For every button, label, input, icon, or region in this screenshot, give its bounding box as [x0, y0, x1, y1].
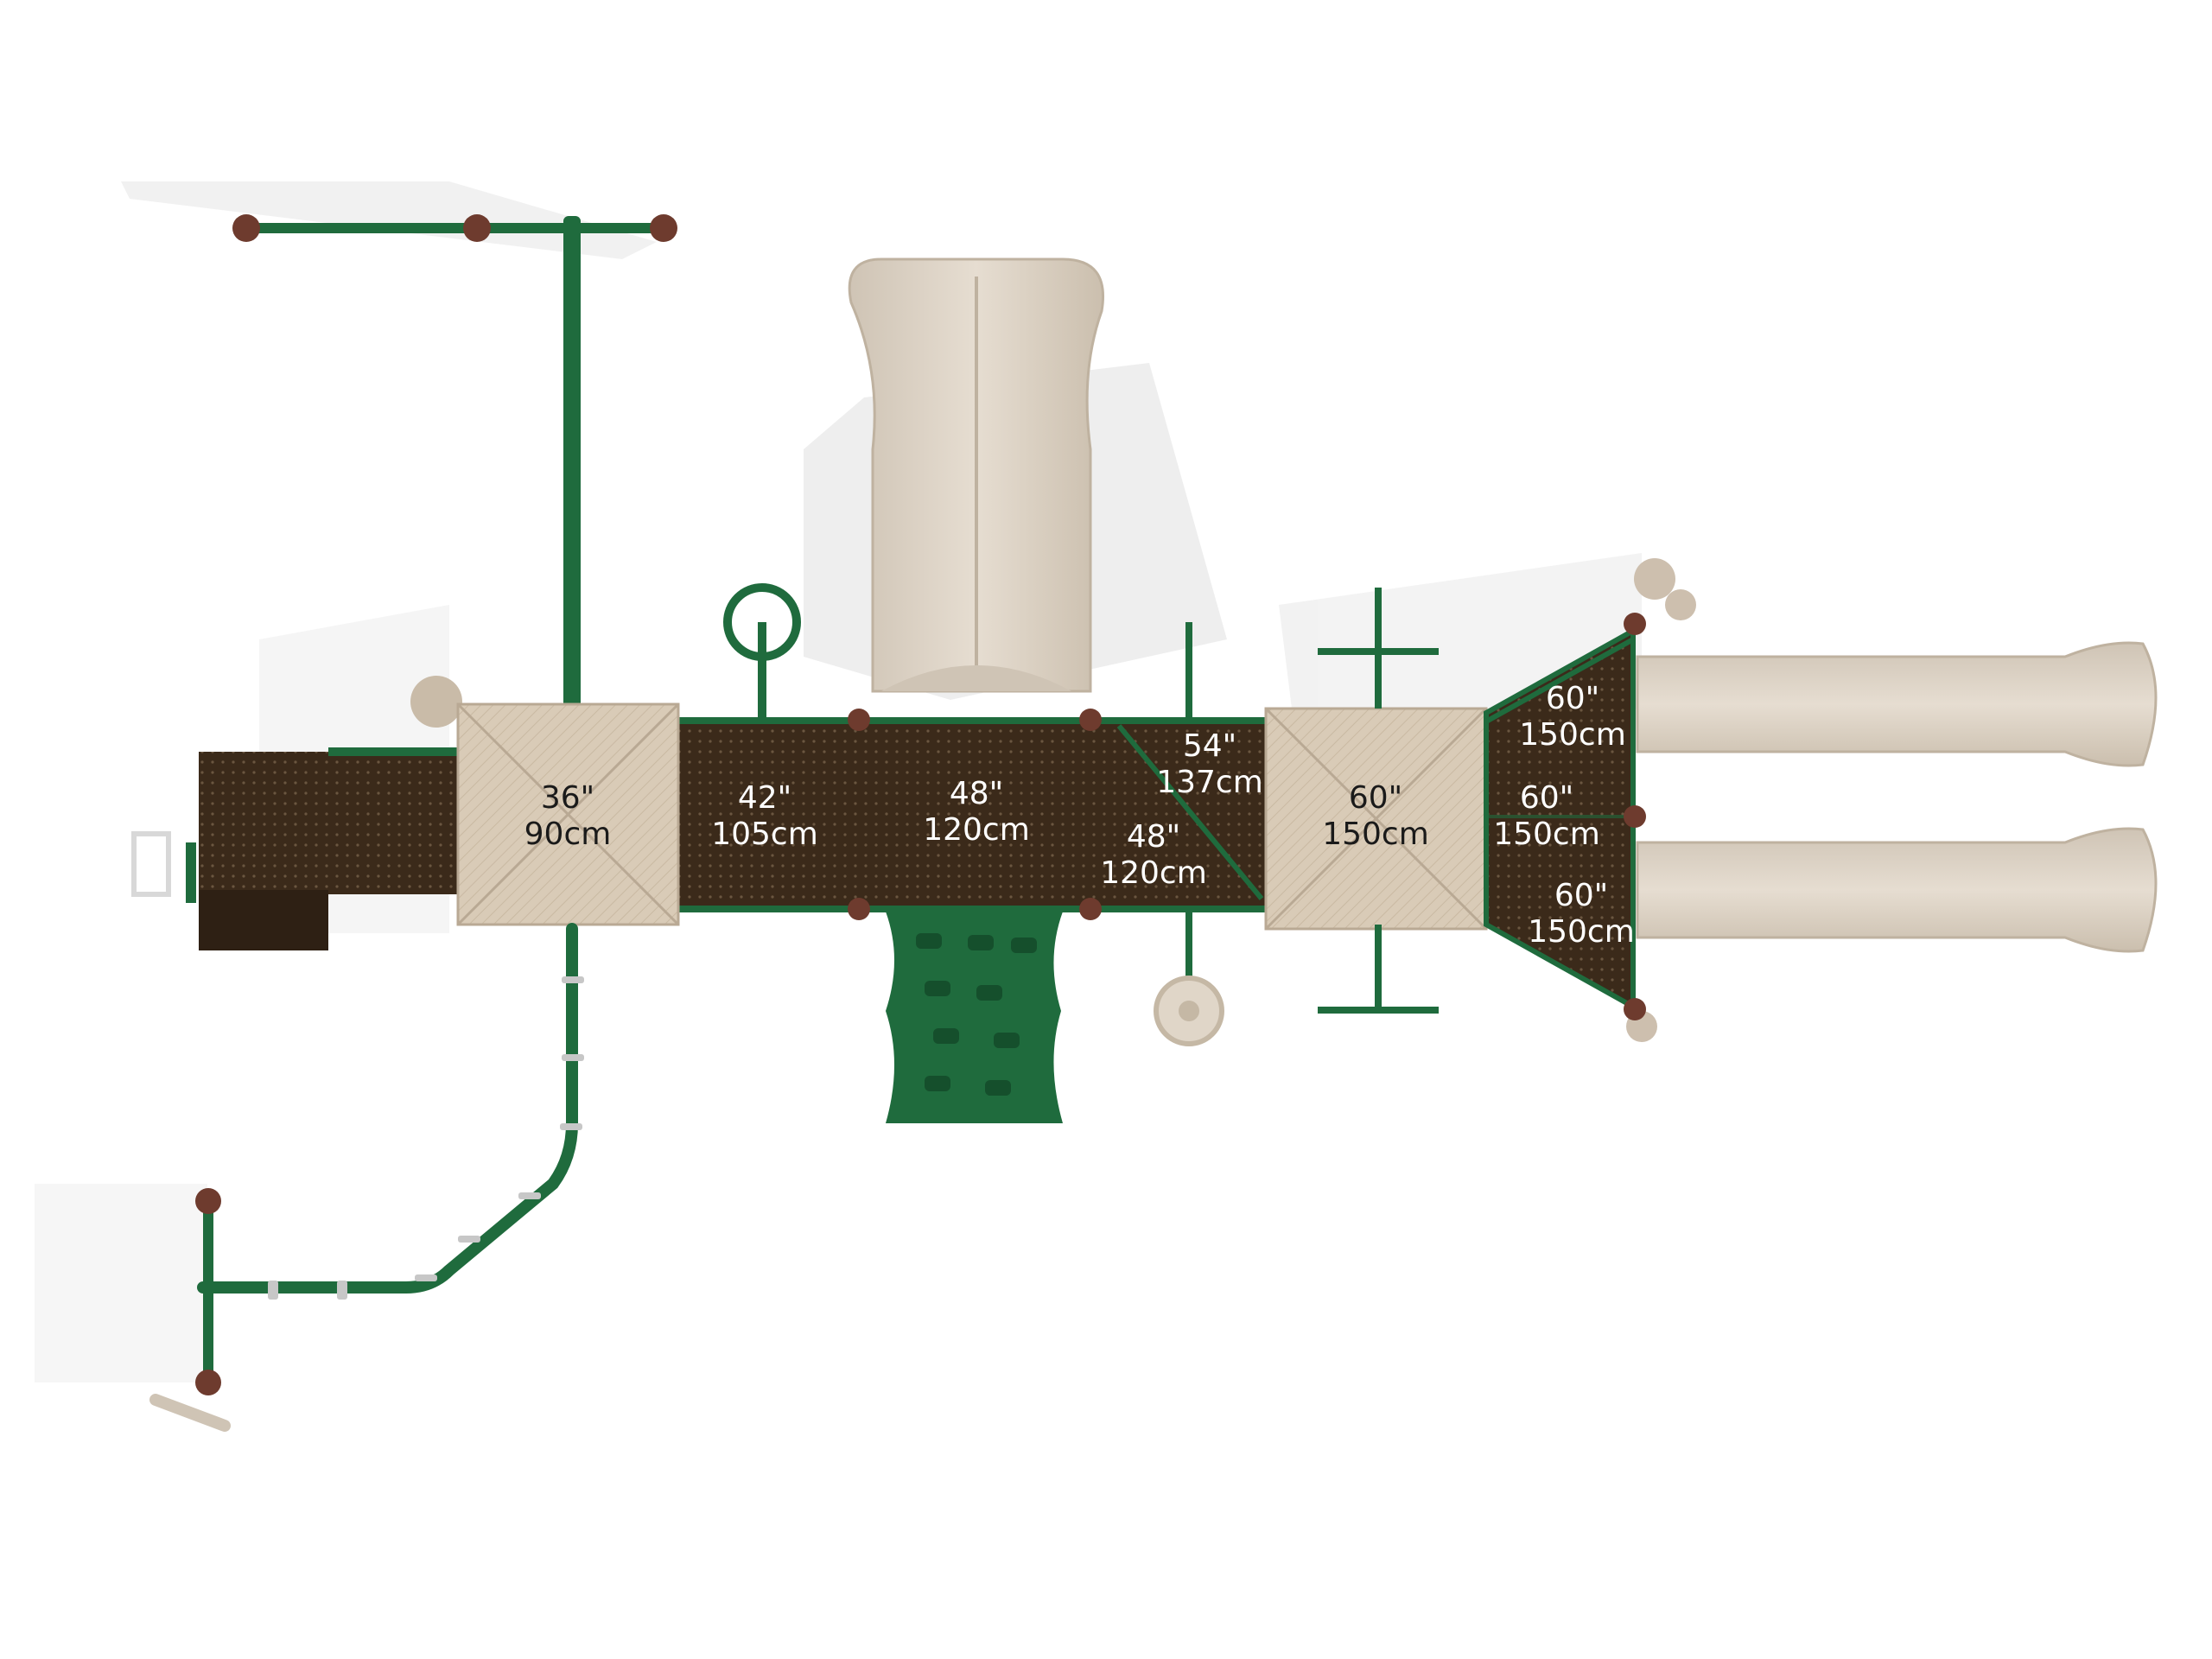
double-slides: [1626, 558, 2158, 1042]
overhead-crossbar: [232, 214, 677, 709]
steering-panel: [1154, 907, 1224, 1046]
deck-48-ramp-label: 48"120cm: [1100, 819, 1207, 891]
side-posts: [1185, 588, 1439, 1014]
roof-60: [1264, 707, 1488, 931]
roof-36-label: 36"90cm: [524, 780, 612, 852]
ring-climber: [723, 583, 801, 726]
tri-60-bottom-label: 60"150cm: [1528, 878, 1635, 950]
tri-60-top-label: 60"150cm: [1519, 681, 1626, 753]
main-deck-strip: [674, 717, 1279, 912]
roof-60-label: 60"150cm: [1322, 780, 1429, 852]
rock-climber: [886, 912, 1063, 1123]
dimension-labels: 36"90cm 42"105cm 48"120cm 54"137cm 48"12…: [524, 681, 1635, 950]
entry-step: [131, 676, 467, 950]
deck-54-label: 54"137cm: [1156, 728, 1263, 800]
clamps: [848, 613, 1646, 1020]
wave-slide-top: [848, 257, 1104, 693]
curved-ladder: [149, 923, 584, 1432]
deck-42-label: 42"105cm: [711, 780, 818, 852]
tri-60-mid-label: 60"150cm: [1493, 780, 1600, 852]
deck-48-center-label: 48"120cm: [923, 776, 1030, 848]
roof-36: [456, 702, 680, 926]
